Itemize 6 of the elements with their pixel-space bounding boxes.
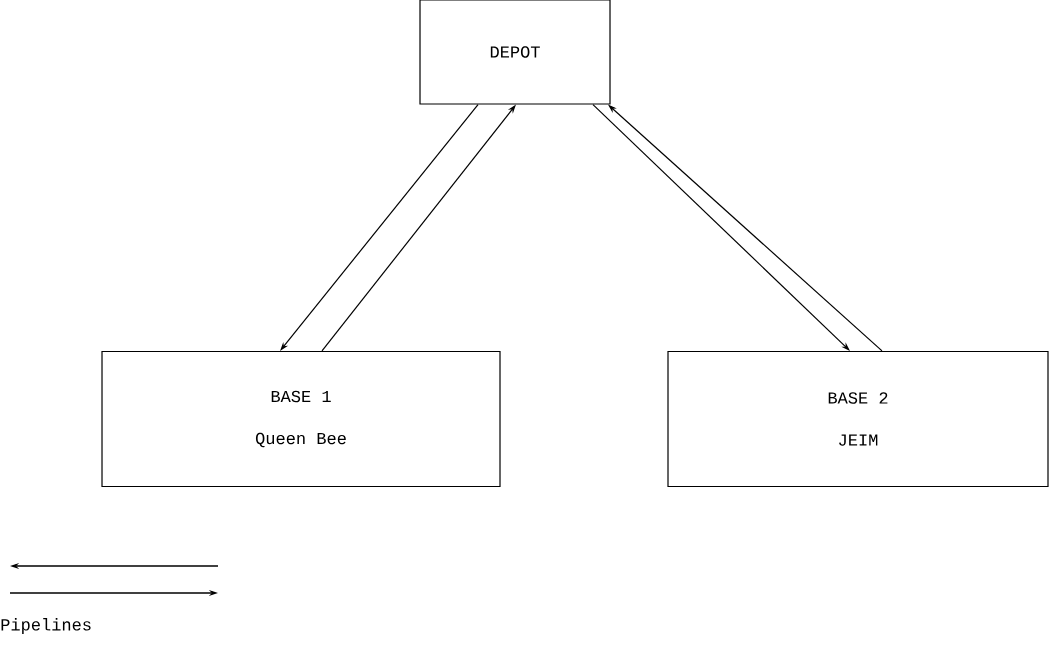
arrow — [592, 104, 850, 351]
legend-text: Pipelines — [1, 618, 91, 634]
process-box: BASE 2 JEIM — [667, 350, 1049, 488]
process-box: BASE 1 Queen Bee — [101, 350, 501, 488]
process-box: DEPOT — [419, 0, 611, 105]
arrow — [280, 104, 479, 351]
